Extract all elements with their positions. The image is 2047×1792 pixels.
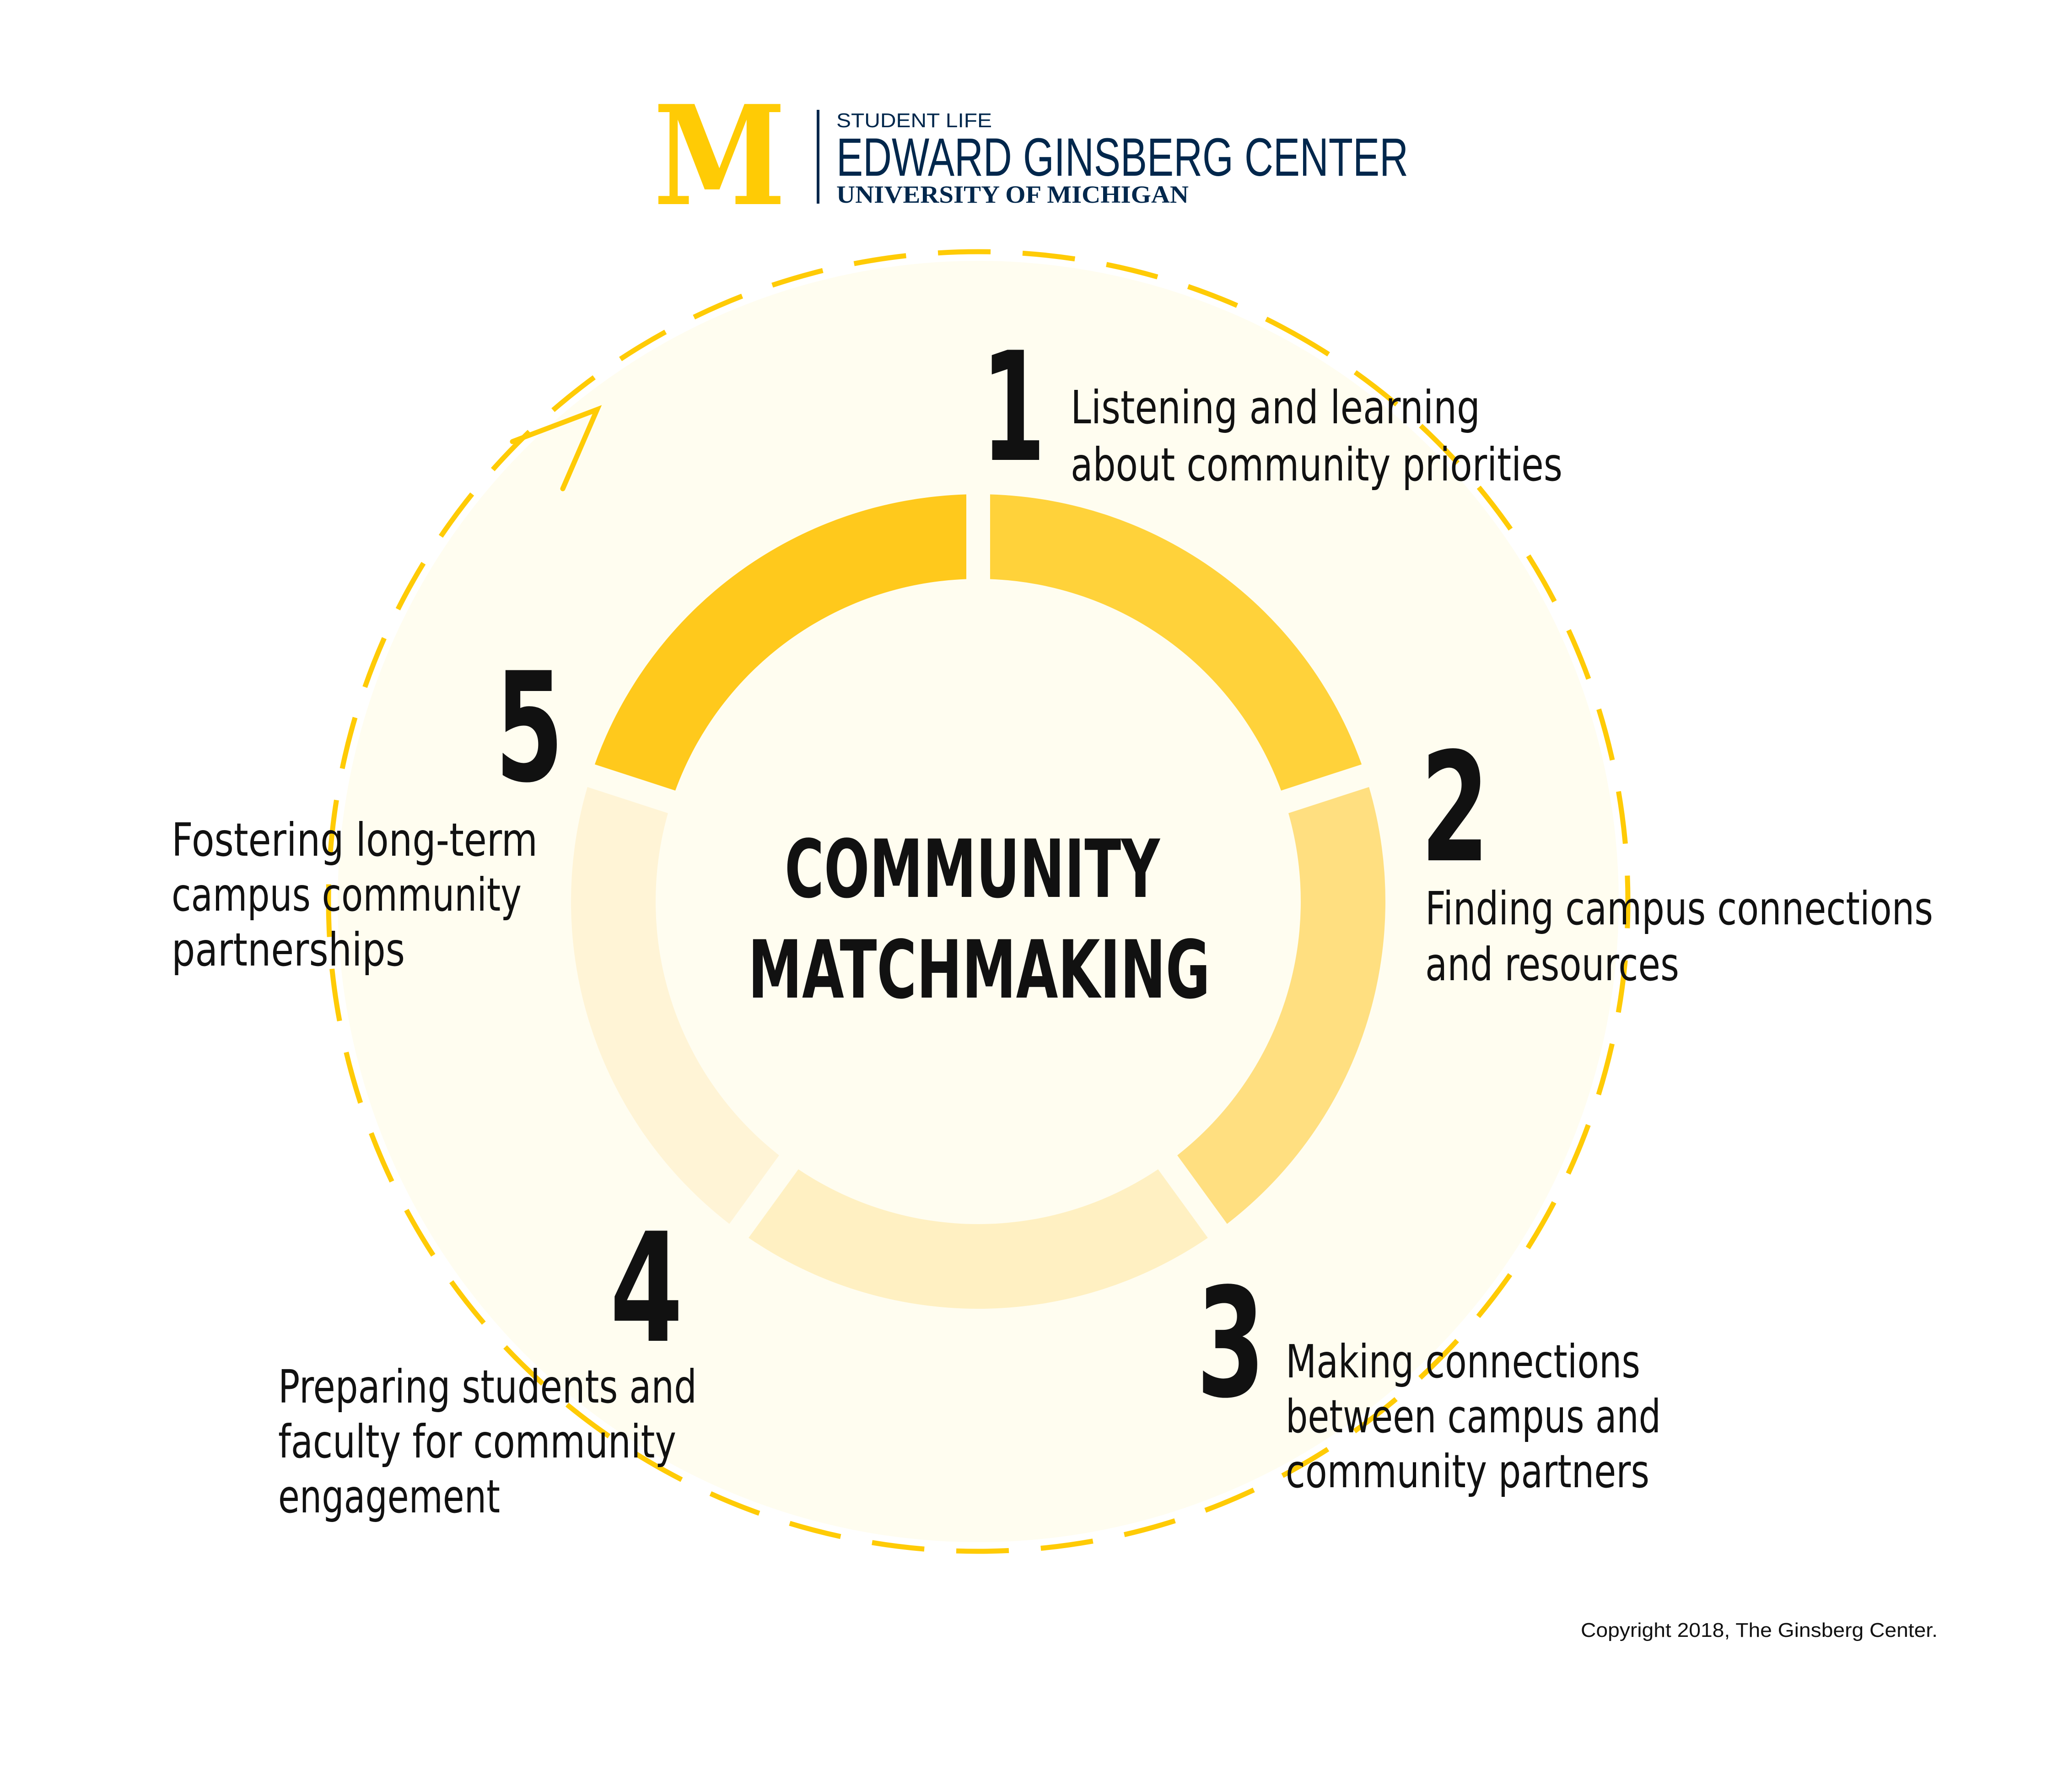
step-4-line-1: Preparing students and	[278, 1360, 697, 1414]
header-logo: M STUDENT LIFE EDWARD GINSBERG CENTER UN…	[653, 75, 1408, 237]
inner-disc	[658, 581, 1298, 1222]
step-3-number: 3	[1196, 1256, 1265, 1431]
step-5-line-1: Fostering long-term	[172, 813, 538, 867]
step-4-number: 4	[610, 1201, 683, 1376]
step-2: 2 Finding campus connections and resourc…	[1421, 720, 1933, 991]
ring-segment-step-3	[749, 1169, 1208, 1309]
step-2-line-2: and resources	[1425, 938, 1679, 991]
step-1-number: 1	[981, 320, 1045, 496]
copyright-notice: Copyright 2018, The Ginsberg Center.	[1581, 1619, 1938, 1641]
ring-segment-step-2	[1177, 787, 1386, 1224]
ring-segment-step-1	[990, 494, 1362, 791]
step-3-line-3: community partners	[1286, 1445, 1649, 1498]
step-2-number: 2	[1421, 720, 1489, 896]
center-title-line1: COMMUNITY	[785, 823, 1161, 916]
step-4-line-3: engagement	[278, 1470, 500, 1523]
step-5: 5 Fostering long-term campus community p…	[172, 640, 564, 977]
step-1-line-1: Listening and learning	[1071, 381, 1480, 434]
ring-segment-step-5	[594, 494, 967, 791]
center-name: EDWARD GINSBERG CENTER	[836, 127, 1408, 188]
step-5-line-2: campus community	[172, 868, 522, 922]
org-line: STUDENT LIFE	[836, 109, 992, 132]
step-4: 4 Preparing students and faculty for com…	[278, 1201, 697, 1523]
block-m-logo: M	[653, 75, 786, 237]
cycle-dashed-ring	[326, 249, 1631, 1554]
step-2-line-1: Finding campus connections	[1425, 882, 1933, 935]
step-3: 3 Making connections between campus and …	[1196, 1256, 1661, 1498]
ring-segment-step-4	[571, 787, 779, 1224]
step-3-line-1: Making connections	[1286, 1335, 1640, 1388]
step-5-line-3: partnerships	[172, 923, 405, 977]
process-ring	[571, 494, 1386, 1309]
step-1-line-2: about community priorities	[1071, 438, 1562, 491]
step-5-number: 5	[495, 640, 564, 816]
step-1: 1 Listening and learning about community…	[981, 320, 1562, 496]
step-3-line-2: between campus and	[1286, 1390, 1661, 1443]
step-4-line-2: faculty for community	[278, 1415, 676, 1468]
university-name: UNIVERSITY OF MICHIGAN	[836, 181, 1189, 208]
center-title-line2: MATCHMAKING	[748, 924, 1210, 1017]
cycle-arrow-icon	[510, 405, 602, 491]
